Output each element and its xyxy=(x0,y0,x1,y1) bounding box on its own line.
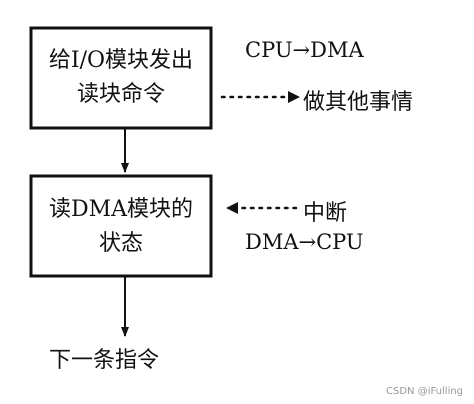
box2-line1: 读DMA模块的 xyxy=(48,197,194,222)
dotted-arrow-other-work-head xyxy=(288,91,300,103)
next-instruction-label: 下一条指令 xyxy=(49,348,160,373)
watermark: CSDN @iFulling xyxy=(386,386,464,397)
dma-to-cpu-label: DMA→CPU xyxy=(245,230,364,254)
box1-line1: 给I/O模块发出 xyxy=(48,48,194,73)
interrupt-label: 中断 xyxy=(303,201,348,226)
cpu-to-dma-label: CPU→DMA xyxy=(245,38,364,62)
issue-read-command-label: 给I/O模块发出 读块命令 xyxy=(31,44,211,112)
issue-read-command-box xyxy=(29,26,213,130)
box2-line2: 状态 xyxy=(98,231,143,256)
read-dma-status-box xyxy=(29,174,213,278)
other-work-label: 做其他事情 xyxy=(303,90,414,115)
box1-line2: 读块命令 xyxy=(76,82,165,107)
read-dma-status-label: 读DMA模块的 状态 xyxy=(31,193,211,261)
dotted-arrow-interrupt-head xyxy=(226,202,238,214)
